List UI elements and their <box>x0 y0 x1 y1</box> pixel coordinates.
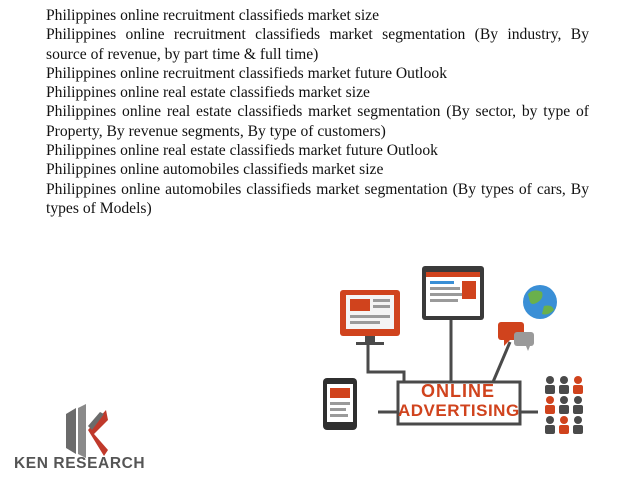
banner-word-online: ONLINE <box>420 381 495 401</box>
bullet-item: Philippines online automobiles classifie… <box>46 180 589 217</box>
globe-icon <box>523 285 557 319</box>
chat-bubbles-icon <box>498 322 534 351</box>
ken-research-logo-text: KEN RESEARCH <box>14 455 146 472</box>
online-advertising-banner: ONLINE ADVERTISING <box>398 381 520 421</box>
bullet-list: Philippines online recruitment classifie… <box>46 6 589 218</box>
bullet-item: Philippines online automobiles classifie… <box>46 161 384 179</box>
bullet-item: Philippines online real estate classifie… <box>46 103 589 140</box>
bullet-item: Philippines online real estate classifie… <box>46 142 438 160</box>
people-group-icon <box>545 376 583 434</box>
monitor-icon <box>340 290 400 345</box>
browser-window-icon <box>422 266 484 320</box>
bullet-item: Philippines online real estate classifie… <box>46 84 370 102</box>
tablet-icon <box>323 378 357 430</box>
bullet-item: Philippines online recruitment classifie… <box>46 7 380 24</box>
banner-frame <box>396 380 522 426</box>
banner-word-advertising: ADVERTISING <box>398 401 520 420</box>
bullet-item: Philippines online recruitment classifie… <box>46 26 589 63</box>
bullet-item: Philippines online recruitment classifie… <box>46 64 448 82</box>
connector-lines <box>366 320 538 414</box>
ken-research-logo-icon <box>66 404 108 458</box>
online-advertising-illustration <box>323 266 583 434</box>
